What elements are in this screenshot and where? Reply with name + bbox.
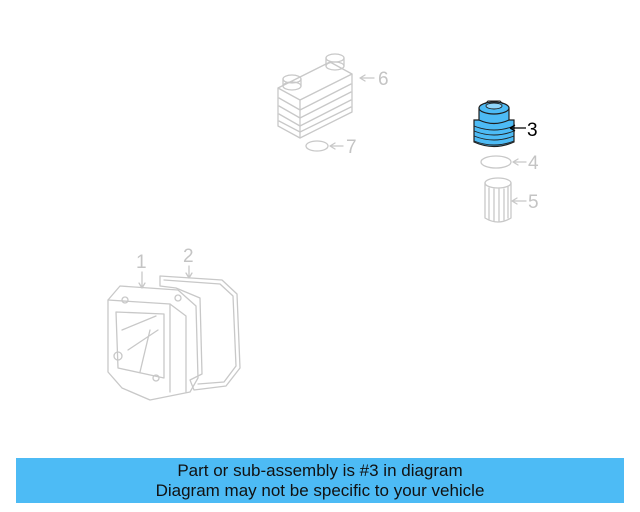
part-4-o-ring xyxy=(480,155,512,169)
callout-2: 2 xyxy=(183,246,194,267)
callout-7: 7 xyxy=(346,137,357,158)
callout-5-leader xyxy=(511,197,527,205)
part-7-seal xyxy=(305,140,329,152)
callout-7-leader xyxy=(329,142,344,150)
part-5-filter-element xyxy=(484,177,512,223)
callout-1: 1 xyxy=(136,252,147,273)
callout-3: 3 xyxy=(527,120,538,141)
banner-line-2: Diagram may not be specific to your vehi… xyxy=(155,481,485,500)
callout-4-leader xyxy=(512,158,527,166)
callout-3-leader xyxy=(509,124,526,132)
part-6-oil-cooler xyxy=(277,53,353,139)
part-2-gasket xyxy=(159,275,241,391)
callout-6: 6 xyxy=(378,69,389,90)
callout-1-leader xyxy=(138,271,146,289)
callout-2-leader xyxy=(185,265,193,279)
info-banner: Part or sub-assembly is #3 in diagram Di… xyxy=(16,458,624,503)
banner-line-1: Part or sub-assembly is #3 in diagram xyxy=(177,461,463,480)
callout-5: 5 xyxy=(528,192,539,213)
callout-6-leader xyxy=(359,74,375,82)
part-1-transmission-pan xyxy=(107,285,199,401)
part-3-filter-housing-cap xyxy=(473,100,515,148)
callout-4: 4 xyxy=(528,153,539,174)
parts-diagram: 6 7 3 4 5 2 1 xyxy=(107,53,539,401)
